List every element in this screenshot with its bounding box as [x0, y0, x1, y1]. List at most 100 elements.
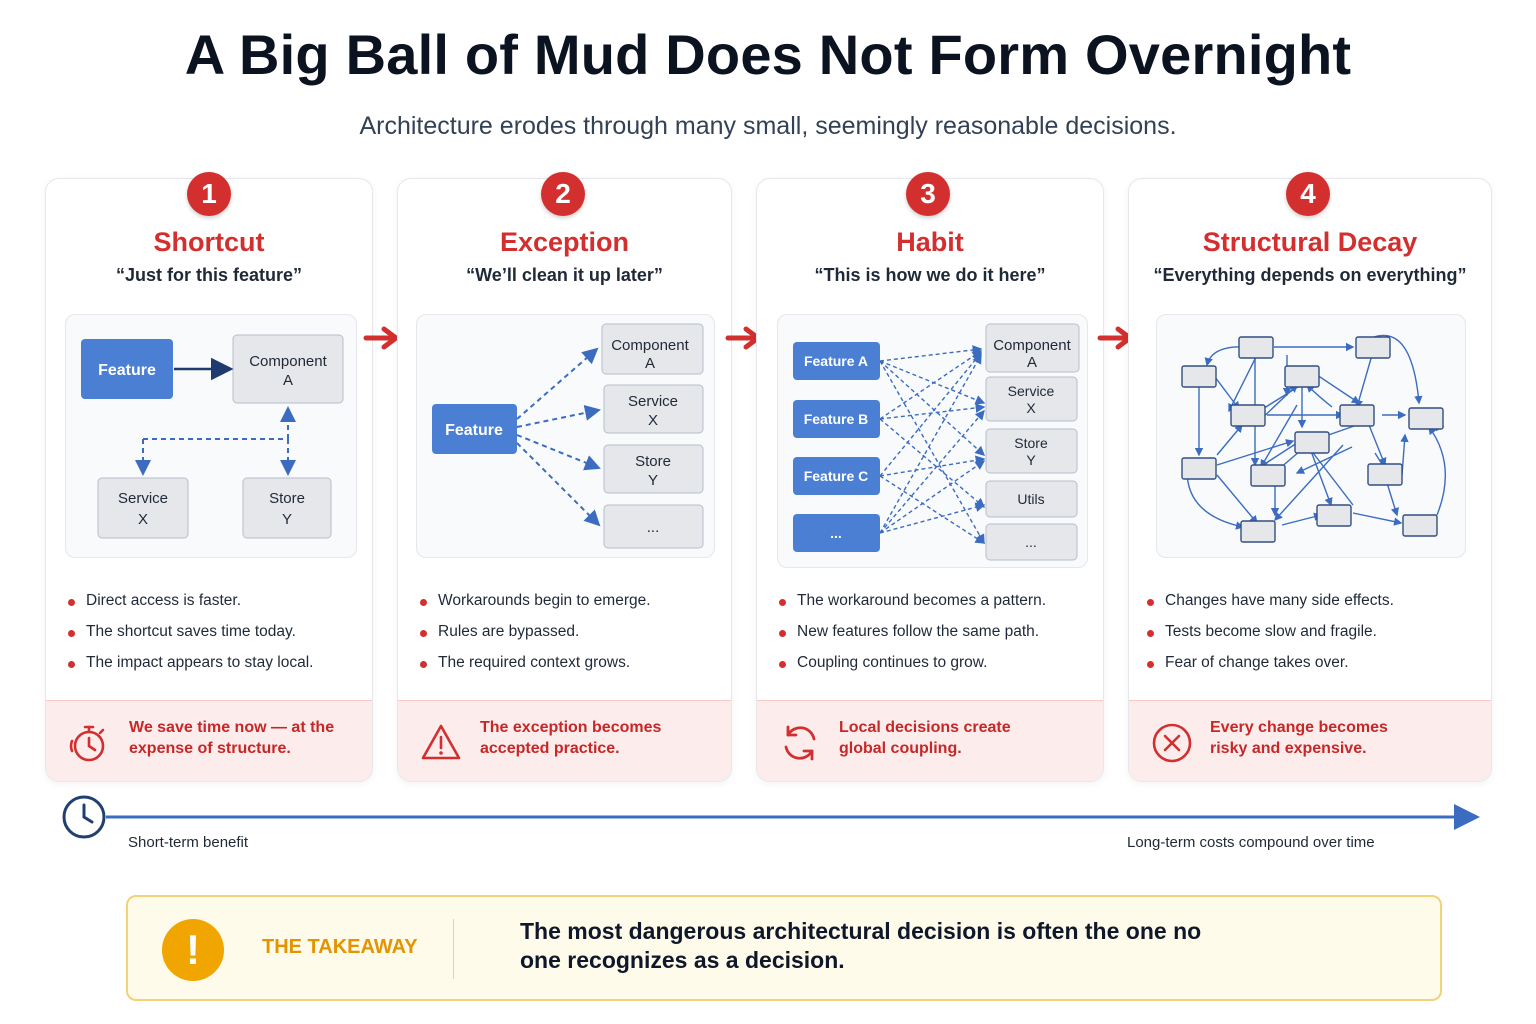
stage-quote: “This is how we do it here” — [814, 265, 1046, 285]
svg-text:A: A — [283, 372, 293, 389]
component-a-node: Component A — [601, 323, 704, 375]
timeline-start-label: Short-term benefit — [128, 834, 249, 851]
stage-callout: We save time now — at the expense of str… — [46, 700, 372, 781]
feature-a-node: Feature A — [793, 342, 880, 380]
clock-icon — [62, 795, 106, 839]
svg-text:Feature A: Feature A — [804, 353, 868, 369]
store-y-node: Store Y — [603, 444, 704, 494]
takeaway-box: ! THE TAKEAWAY The most dangerous archit… — [126, 895, 1442, 1001]
svg-text:Store: Store — [635, 453, 671, 470]
stage-title: Structural Decay — [1202, 227, 1418, 257]
bullet-item: The workaround becomes a pattern. — [779, 591, 1046, 622]
svg-text:Component: Component — [249, 353, 327, 370]
stage-callout: The exception becomes accepted practice. — [398, 700, 731, 781]
svg-text:A: A — [1027, 354, 1037, 371]
bullet-item: Rules are bypassed. — [420, 622, 651, 653]
stage-diagram — [1156, 314, 1466, 558]
stage-diagram: Feature Component A Service X Store Y — [65, 314, 357, 558]
stage-diagram: Feature Component A Service X Store Y ..… — [416, 314, 715, 558]
stage-title: Shortcut — [153, 227, 265, 257]
svg-text:Service: Service — [628, 393, 678, 410]
page-title: A Big Ball of Mud Does Not Form Overnigh… — [184, 23, 1352, 86]
svg-text:Feature: Feature — [98, 362, 156, 379]
exclamation-icon: ! — [162, 919, 224, 981]
feature-node: Feature — [81, 339, 173, 399]
takeaway-label: THE TAKEAWAY — [262, 936, 418, 958]
stage-quote: “Just for this feature” — [115, 265, 303, 285]
svg-text:Store: Store — [269, 490, 305, 507]
stage-title: Habit — [896, 227, 964, 257]
stage-bullets: Workarounds begin to emerge. Rules are b… — [420, 591, 651, 684]
svg-text:Service: Service — [118, 490, 168, 507]
store-y-node: Store Y — [242, 477, 332, 539]
page-subtitle: Architecture erodes through many small, … — [359, 112, 1177, 140]
bullet-item: Workarounds begin to emerge. — [420, 591, 651, 622]
stage-card-1: Shortcut “Just for this feature” Feature… — [45, 178, 373, 782]
dashed-dependencies — [879, 345, 986, 545]
bullet-item: Fear of change takes over. — [1147, 653, 1394, 684]
stage-number-3: 3 — [906, 172, 950, 216]
svg-text:X: X — [1026, 400, 1036, 416]
callout-line: risky and expensive. — [1210, 740, 1367, 757]
more-node: ... — [985, 523, 1078, 561]
bullet-item: New features follow the same path. — [779, 622, 1046, 653]
svg-text:X: X — [648, 412, 658, 429]
bullet-item: Direct access is faster. — [68, 591, 313, 622]
service-x-node: Service X — [603, 384, 704, 434]
component-a-node: Component A — [985, 323, 1080, 373]
stage-title: Exception — [499, 227, 630, 257]
stage-quote: “We’ll clean it up later” — [466, 265, 663, 285]
warning-icon — [421, 724, 461, 760]
svg-text:Y: Y — [648, 472, 658, 489]
svg-text:Feature: Feature — [445, 422, 503, 439]
callout-line: accepted practice. — [480, 740, 620, 757]
svg-text:Store: Store — [1014, 435, 1048, 451]
stage-quote: “Everything depends on everything” — [1153, 265, 1467, 285]
stage-diagram: Feature A Feature B Feature C ... Compon… — [777, 314, 1088, 568]
stage-number-1: 1 — [187, 172, 231, 216]
bullet-item: The required context grows. — [420, 653, 651, 684]
svg-text:...: ... — [830, 525, 842, 541]
callout-line: We save time now — at the — [129, 719, 335, 736]
service-x-node: Service X — [985, 376, 1078, 422]
more-node: ... — [603, 504, 704, 549]
graph-nodes — [1181, 336, 1444, 543]
refresh-icon — [784, 725, 816, 761]
stage-bullets: Direct access is faster. The shortcut sa… — [68, 591, 313, 684]
svg-text:Y: Y — [282, 511, 292, 528]
svg-text:X: X — [138, 511, 148, 528]
bullet-item: Coupling continues to grow. — [779, 653, 1046, 684]
stage-card-2: Exception “We’ll clean it up later” Feat… — [397, 178, 732, 782]
timeline-end-label: Long-term costs compound over time — [1127, 834, 1375, 851]
bullet-item: The impact appears to stay local. — [68, 653, 313, 684]
bullet-item: Tests become slow and fragile. — [1147, 622, 1394, 653]
svg-text:Component: Component — [611, 337, 689, 354]
svg-text:Feature C: Feature C — [804, 468, 869, 484]
feature-c-node: Feature C — [793, 457, 880, 495]
takeaway-line: one recognizes as a decision. — [520, 947, 845, 973]
takeaway-divider — [453, 919, 454, 979]
svg-text:Y: Y — [1026, 452, 1036, 468]
callout-line: Local decisions create — [839, 719, 1011, 736]
stage-callout: Local decisions create global coupling. — [757, 700, 1103, 781]
stage-number-4: 4 — [1286, 172, 1330, 216]
stage-callout: Every change becomes risky and expensive… — [1129, 700, 1491, 781]
dashed-dependencies — [516, 347, 601, 527]
feature-node: Feature — [432, 404, 517, 454]
bullet-item: The shortcut saves time today. — [68, 622, 313, 653]
svg-text:Service: Service — [1008, 383, 1055, 399]
svg-text:...: ... — [647, 519, 660, 536]
stage-bullets: Changes have many side effects. Tests be… — [1147, 591, 1394, 684]
feature-b-node: Feature B — [793, 400, 880, 438]
stage-card-4: Structural Decay “Everything depends on … — [1128, 178, 1492, 782]
callout-line: expense of structure. — [129, 740, 291, 757]
svg-text:...: ... — [1025, 534, 1037, 550]
bullet-item: Changes have many side effects. — [1147, 591, 1394, 622]
store-y-node: Store Y — [985, 428, 1078, 474]
x-circle-icon — [1152, 723, 1192, 763]
dashed-dependencies — [135, 406, 296, 476]
callout-line: Every change becomes — [1210, 719, 1388, 736]
stage-number-2: 2 — [541, 172, 585, 216]
takeaway-text: The most dangerous architectural decisio… — [520, 917, 1300, 975]
component-a-node: Component A — [232, 334, 344, 404]
